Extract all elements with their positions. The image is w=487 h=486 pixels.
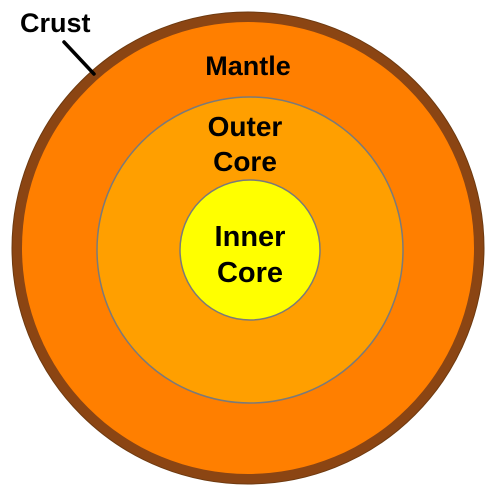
crust-leader-line xyxy=(62,40,96,76)
inner-core-layer xyxy=(179,179,321,321)
outer-core-label-line2: Core xyxy=(213,146,277,177)
outer-core-label-line1: Outer xyxy=(208,111,283,142)
inner-core-label-line2: Core xyxy=(217,257,283,289)
crust-label: Crust xyxy=(20,8,91,38)
inner-core-label-line1: Inner xyxy=(215,221,286,253)
mantle-label: Mantle xyxy=(205,51,291,81)
